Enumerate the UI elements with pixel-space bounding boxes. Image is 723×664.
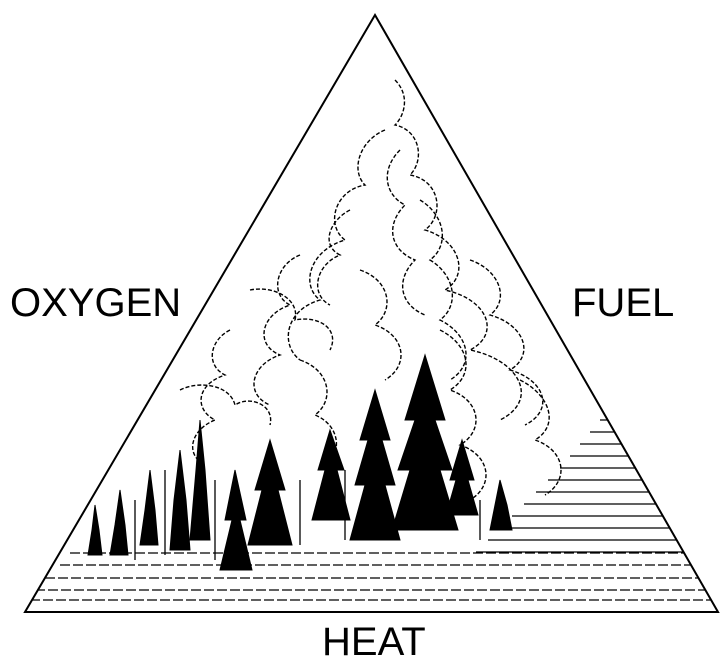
heat-label: HEAT [322, 620, 426, 664]
tree-branches [134, 470, 481, 560]
forest-fire-illustration [30, 79, 718, 601]
fire-triangle-outline [23, 13, 720, 613]
fuel-label: FUEL [572, 281, 675, 325]
hillside-hatching [476, 419, 718, 553]
oxygen-label: OXYGEN [10, 281, 182, 325]
tree-line [87, 353, 513, 571]
ground-lines [30, 552, 718, 601]
smoke-plume [179, 79, 562, 501]
